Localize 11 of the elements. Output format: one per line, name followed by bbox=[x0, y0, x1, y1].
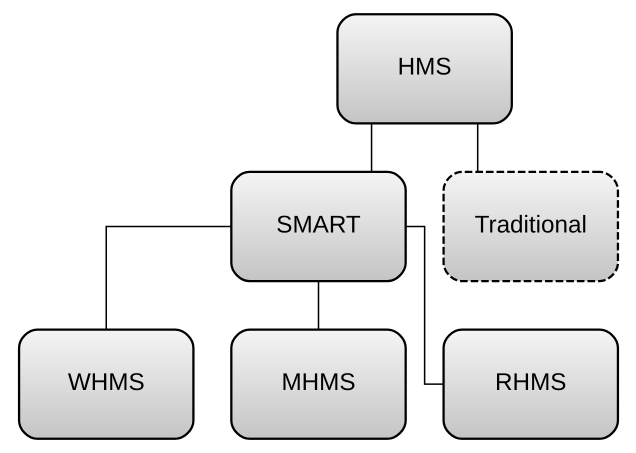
node-box: WHMS bbox=[17, 328, 194, 440]
connector bbox=[406, 226, 443, 385]
node-box: MHMS bbox=[230, 328, 406, 440]
node-box: SMART bbox=[230, 170, 406, 282]
connector bbox=[317, 281, 319, 330]
connector bbox=[476, 124, 478, 172]
connector bbox=[104, 226, 230, 330]
connector bbox=[370, 124, 372, 172]
node-box: RHMS bbox=[442, 328, 619, 440]
node-box: Traditional bbox=[442, 170, 619, 282]
node-box: HMS bbox=[336, 13, 512, 125]
